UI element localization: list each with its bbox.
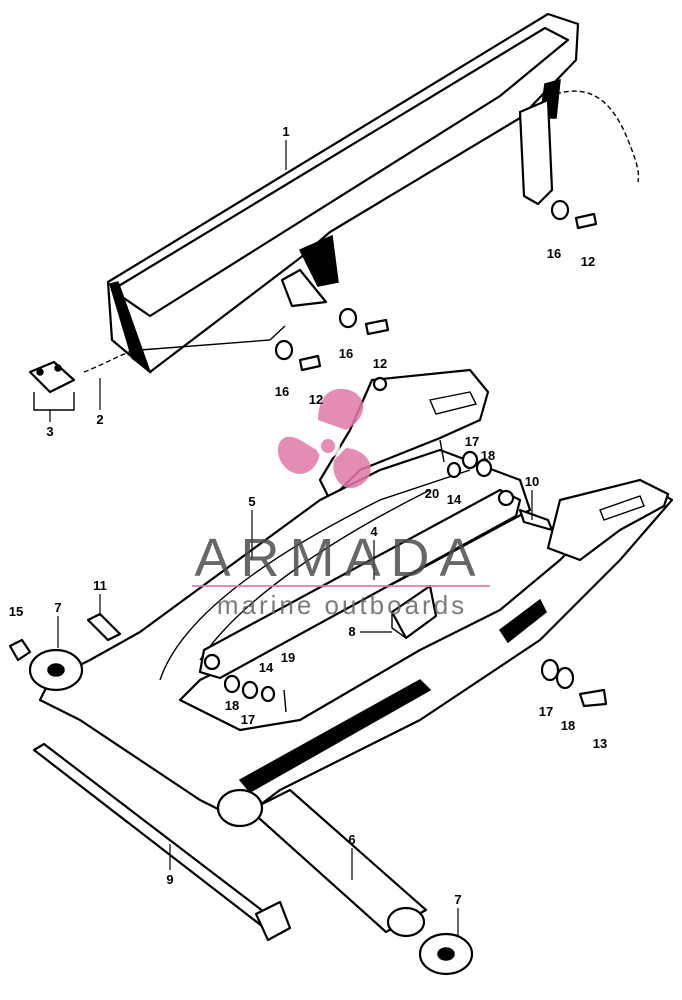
callout-13: 13 <box>593 736 607 751</box>
drive-chain <box>83 90 640 373</box>
callout-12a: 12 <box>581 254 595 269</box>
bolt-13 <box>578 688 608 708</box>
callout-19: 19 <box>281 650 295 665</box>
callout-7b: 7 <box>454 892 461 907</box>
bolt-11 <box>86 612 122 642</box>
chain-case <box>106 12 580 375</box>
watermark-subtitle: marine outboards <box>217 590 467 620</box>
callout-14b: 14 <box>259 660 274 675</box>
callout-1: 1 <box>282 124 289 139</box>
callout-18b: 18 <box>225 698 239 713</box>
watermark-title: ARMADA <box>194 528 485 588</box>
callout-14a: 14 <box>447 492 462 507</box>
callout-10: 10 <box>525 474 539 489</box>
callout-7a: 7 <box>54 600 61 615</box>
callout-20: 20 <box>425 486 439 501</box>
callout-18a: 18 <box>481 448 495 463</box>
callout-16a: 16 <box>547 246 561 261</box>
callout-11: 11 <box>93 578 107 593</box>
nut-15 <box>8 638 32 662</box>
callout-2: 2 <box>96 412 103 427</box>
bracket <box>390 584 438 640</box>
callout-17b: 17 <box>241 712 255 727</box>
callout-5: 5 <box>248 494 255 509</box>
fasteners-top <box>274 199 598 372</box>
tension-link <box>198 488 522 680</box>
callout-16b: 16 <box>339 346 353 361</box>
callout-4: 4 <box>370 524 378 539</box>
propeller-logo <box>277 388 371 489</box>
fasteners-mid <box>223 439 493 713</box>
axle-plate <box>518 478 670 562</box>
callout-8: 8 <box>348 624 355 639</box>
callout-15: 15 <box>9 604 23 619</box>
callout-12b: 12 <box>373 356 387 371</box>
armada-watermark: ARMADA marine outboards <box>192 388 490 620</box>
callout-12c: 12 <box>309 392 323 407</box>
callout-17a: 17 <box>465 434 479 449</box>
pivot-bolt <box>32 742 292 942</box>
callout-18c: 18 <box>561 718 575 733</box>
washers-right <box>540 658 575 690</box>
dust-seal-left <box>28 648 84 692</box>
swing-arm-frame <box>38 448 674 822</box>
callout-6: 6 <box>348 832 355 847</box>
leader-lines <box>49 140 533 936</box>
master-link <box>28 360 76 411</box>
callout-3: 3 <box>46 424 53 439</box>
callout-17c: 17 <box>539 704 553 719</box>
callout-16c: 16 <box>275 384 289 399</box>
dust-seal-right <box>418 932 474 976</box>
pivot-tube <box>216 788 428 938</box>
callout-labels: 1 2 3 4 5 6 7 7 8 9 10 11 12 12 12 13 14… <box>9 124 607 907</box>
callout-9: 9 <box>166 872 173 887</box>
